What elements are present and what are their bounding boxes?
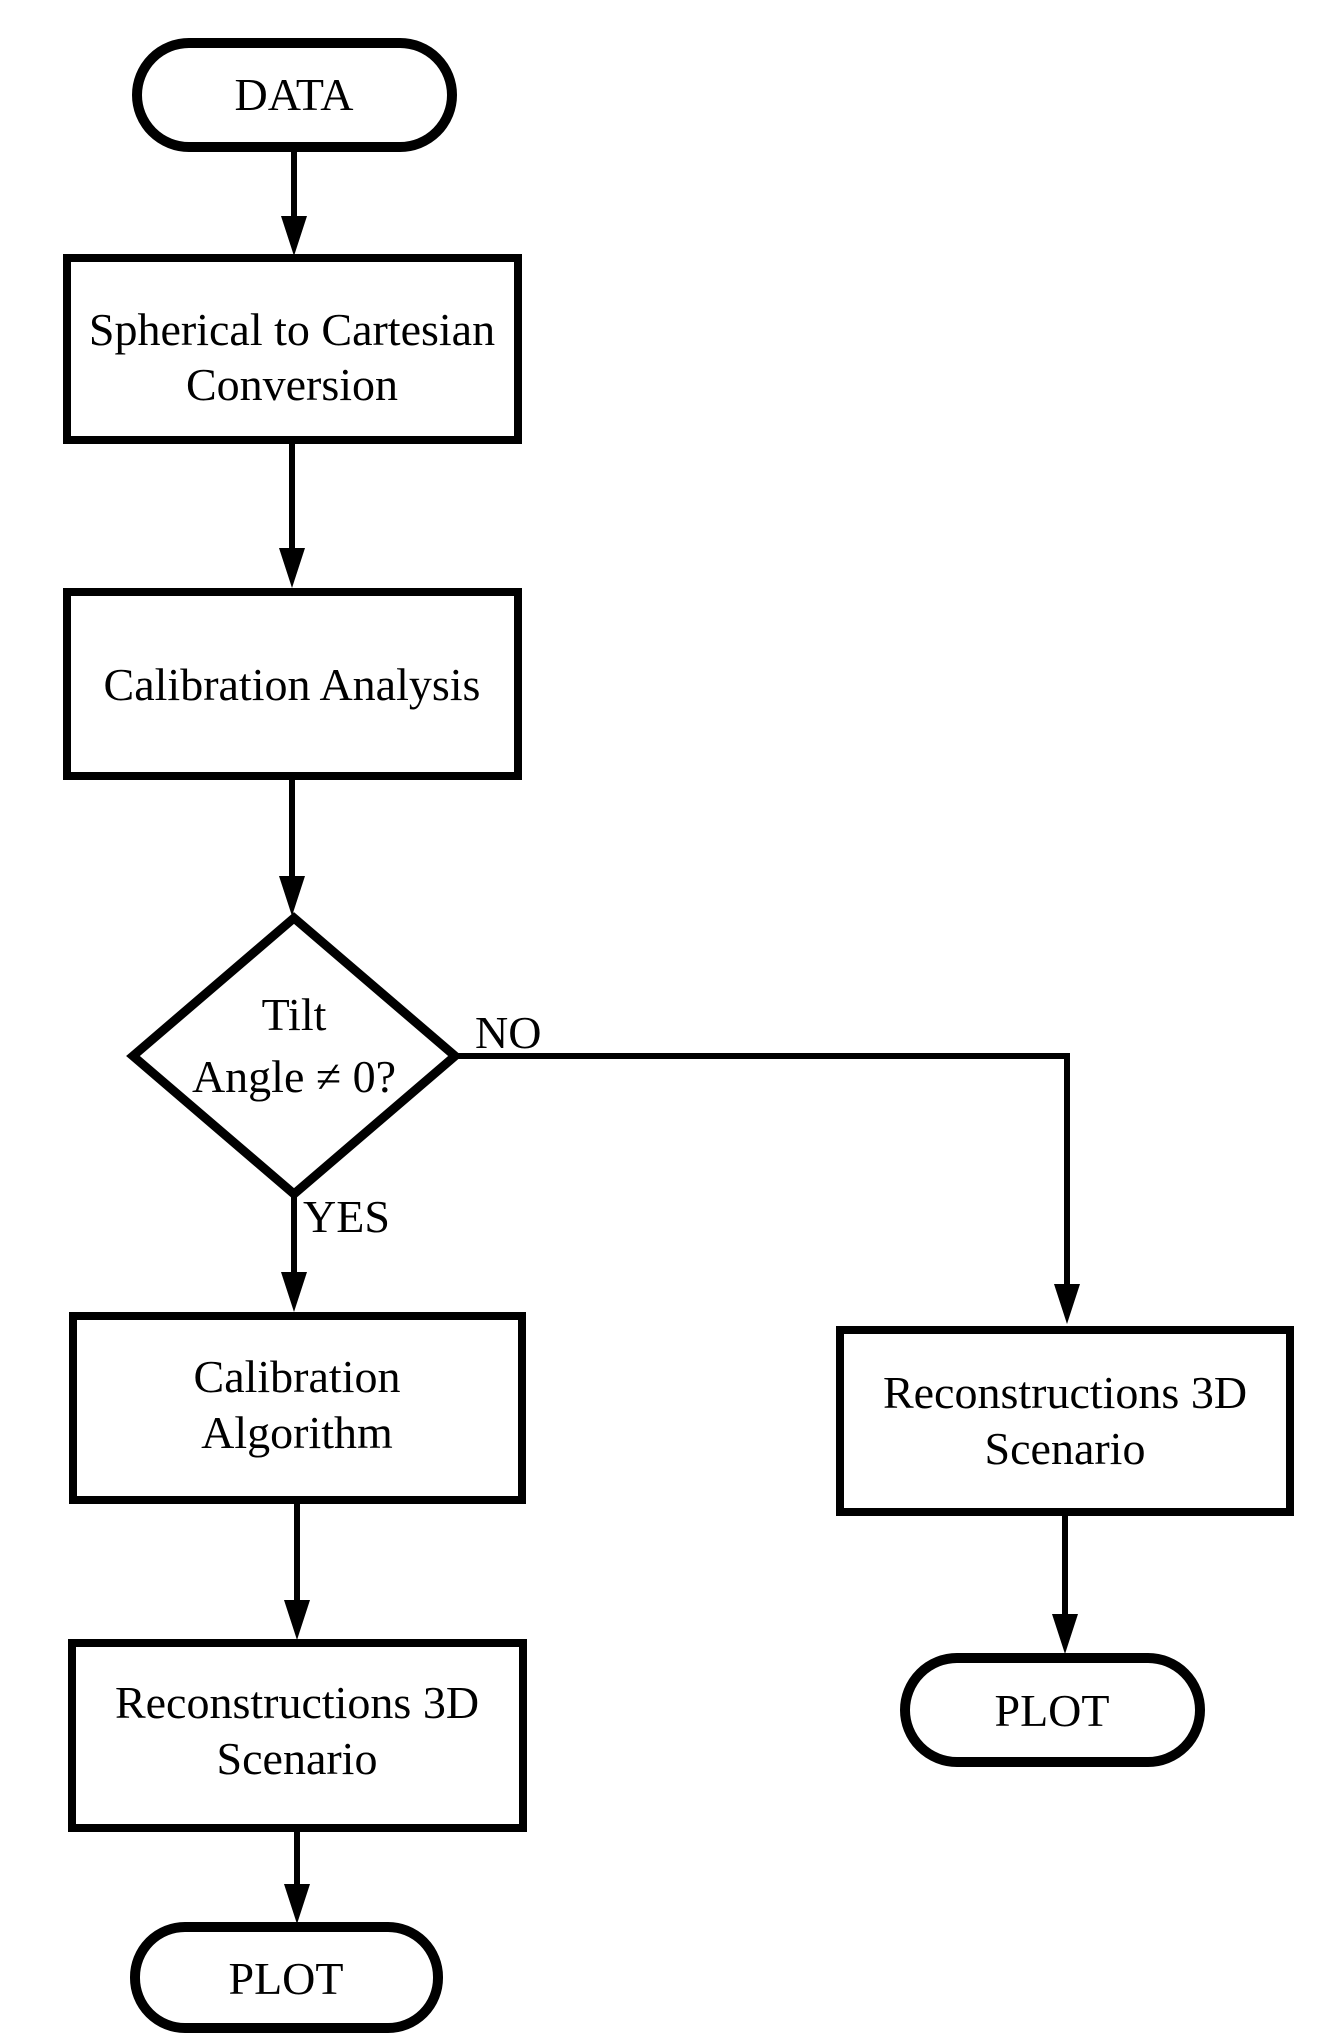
decision-tilt-label-line2: Angle ≠ 0?: [192, 1051, 396, 1102]
node-plot-right: PLOT: [900, 1653, 1205, 1767]
process-recon-left-label-line2: Scenario: [217, 1733, 378, 1784]
process-algorithm-shape: [69, 1312, 526, 1504]
process-recon-right-label-line1: Reconstructions 3D: [883, 1367, 1247, 1418]
edge-recon-left-plot: [284, 1828, 310, 1924]
edge-analysis-decision: [279, 776, 305, 916]
node-decision: Tilt Angle ≠ 0?: [126, 912, 462, 1200]
terminator-plot-right-shape: [900, 1653, 1205, 1767]
arrowhead: [284, 1884, 310, 1924]
decision-tilt-label-line1: Tilt: [262, 989, 327, 1040]
arrowhead: [281, 1272, 307, 1312]
terminator-data-label: DATA: [235, 69, 354, 120]
node-analysis: Calibration Analysis: [63, 588, 522, 780]
process-conversion-label-line1: Spherical to Cartesian: [89, 304, 495, 355]
process-recon-right-label-line2: Scenario: [985, 1423, 1146, 1474]
edge-line: [455, 1053, 1070, 1286]
arrowhead: [284, 1600, 310, 1640]
process-recon-right-shape: [836, 1326, 1294, 1516]
edge-no-label: NO: [475, 1007, 541, 1058]
edge-start-conversion: [281, 147, 307, 256]
edge-decision-yes: YES: [281, 1191, 390, 1312]
process-algorithm-label-line1: Calibration: [194, 1351, 401, 1402]
edge-recon-right-plot: [1052, 1512, 1078, 1654]
node-start: DATA: [132, 38, 457, 152]
terminator-plot-left-shape: [130, 1922, 443, 2033]
terminator-plot-left-label: PLOT: [229, 1953, 344, 2004]
edge-algorithm-recon: [284, 1500, 310, 1640]
arrowhead: [1054, 1284, 1080, 1324]
process-recon-left-shape: [68, 1639, 527, 1832]
arrowhead: [1052, 1614, 1078, 1654]
arrowhead: [281, 216, 307, 256]
process-conversion-shape: [63, 254, 522, 444]
edge-yes-label: YES: [303, 1191, 390, 1242]
arrowhead: [279, 548, 305, 588]
node-conversion: Spherical to Cartesian Conversion: [63, 254, 522, 444]
process-recon-left-label-line1: Reconstructions 3D: [115, 1677, 479, 1728]
edge-conversion-analysis: [279, 440, 305, 588]
edge-decision-no: NO: [455, 1007, 1080, 1324]
arrowhead: [279, 876, 305, 916]
node-recon-right: Reconstructions 3D Scenario: [836, 1326, 1294, 1516]
node-plot-left: PLOT: [130, 1922, 443, 2033]
process-conversion-label-line2: Conversion: [186, 359, 398, 410]
process-analysis-label: Calibration Analysis: [104, 659, 481, 710]
node-recon-left: Reconstructions 3D Scenario: [68, 1639, 527, 1832]
node-algorithm: Calibration Algorithm: [69, 1312, 526, 1504]
terminator-plot-right-label: PLOT: [995, 1685, 1110, 1736]
process-algorithm-label-line2: Algorithm: [201, 1407, 393, 1458]
